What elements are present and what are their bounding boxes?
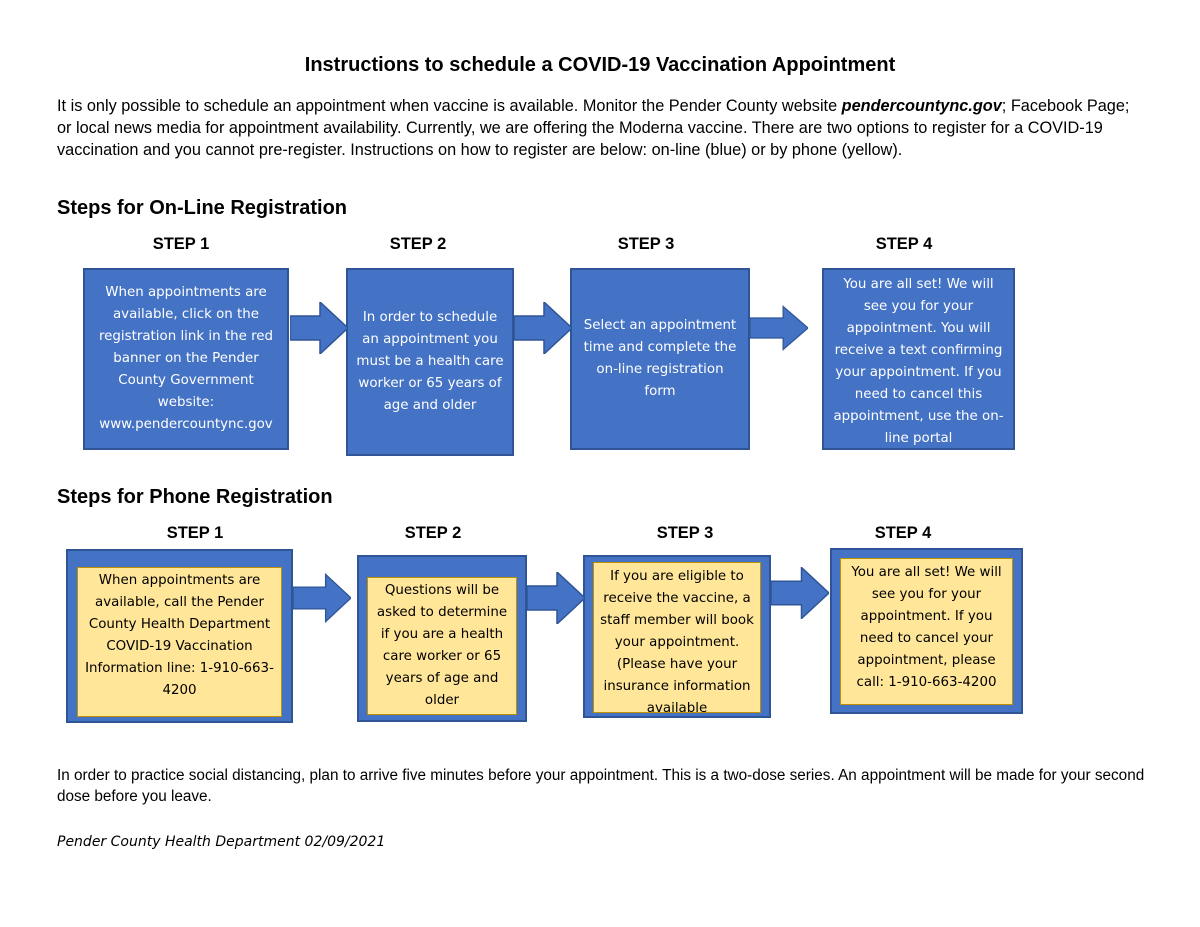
arrow-right-icon [771, 567, 829, 619]
online-step-3-label: STEP 3 [617, 235, 675, 253]
online-step-2-text: In order to schedule an appointment you … [356, 310, 504, 413]
online-step-4-box: You are all set! We will see you for you… [822, 268, 1015, 450]
intro-text-after: ; Facebook Page; or local news media for… [57, 97, 1130, 159]
phone-step-3-text: If you are eligible to receive the vacci… [600, 569, 754, 713]
online-step-3-box: Select an appointment time and complete … [570, 268, 750, 450]
phone-step-1-label: STEP 1 [166, 524, 224, 542]
online-step-1-text: When appointments are available, click o… [98, 285, 274, 432]
online-step-2-box: In order to schedule an appointment you … [346, 268, 514, 456]
phone-step-3-label: STEP 3 [656, 524, 714, 542]
phone-step-4-text: You are all set! We will see you for you… [851, 565, 1002, 690]
phone-step-1-text: When appointments are available, call th… [85, 573, 274, 698]
intro-paragraph: It is only possible to schedule an appoi… [57, 95, 1147, 161]
phone-step-2-text: Questions will be asked to determine if … [376, 583, 508, 708]
phone-step-1-box: When appointments are available, call th… [66, 549, 293, 723]
arrow-right-icon [290, 302, 348, 354]
phone-step-3-box: If you are eligible to receive the vacci… [583, 555, 771, 718]
online-step-4-text: You are all set! We will see you for you… [833, 277, 1004, 446]
online-step-3-text: Select an appointment time and complete … [583, 318, 737, 399]
phone-step-1-note: When appointments are available, call th… [77, 567, 282, 717]
intro-text-before: It is only possible to schedule an appoi… [57, 97, 842, 115]
phone-step-2-box: Questions will be asked to determine if … [357, 555, 527, 722]
phone-step-4-note: You are all set! We will see you for you… [840, 558, 1013, 705]
online-step-4-label: STEP 4 [875, 235, 933, 253]
online-heading: Steps for On-Line Registration [57, 197, 348, 219]
arrow-right-icon [293, 572, 351, 624]
phone-step-4-box: You are all set! We will see you for you… [830, 548, 1023, 714]
phone-step-2-note: Questions will be asked to determine if … [367, 577, 517, 715]
arrow-right-icon [514, 302, 572, 354]
footer-note: In order to practice social distancing, … [57, 767, 1145, 805]
phone-step-4-label: STEP 4 [874, 524, 932, 542]
website-name: pendercountync.gov [841, 97, 1002, 115]
online-step-1-label: STEP 1 [152, 235, 210, 253]
arrow-right-icon [750, 305, 808, 351]
arrow-right-icon [527, 572, 585, 624]
page-title: Instructions to schedule a COVID-19 Vacc… [304, 54, 896, 76]
phone-heading: Steps for Phone Registration [57, 486, 333, 508]
credit-line: Pender County Health Department 02/09/20… [57, 834, 386, 850]
online-step-2-label: STEP 2 [389, 235, 447, 253]
online-step-1-box: When appointments are available, click o… [83, 268, 289, 450]
phone-step-3-note: If you are eligible to receive the vacci… [593, 562, 761, 713]
phone-step-2-label: STEP 2 [404, 524, 462, 542]
